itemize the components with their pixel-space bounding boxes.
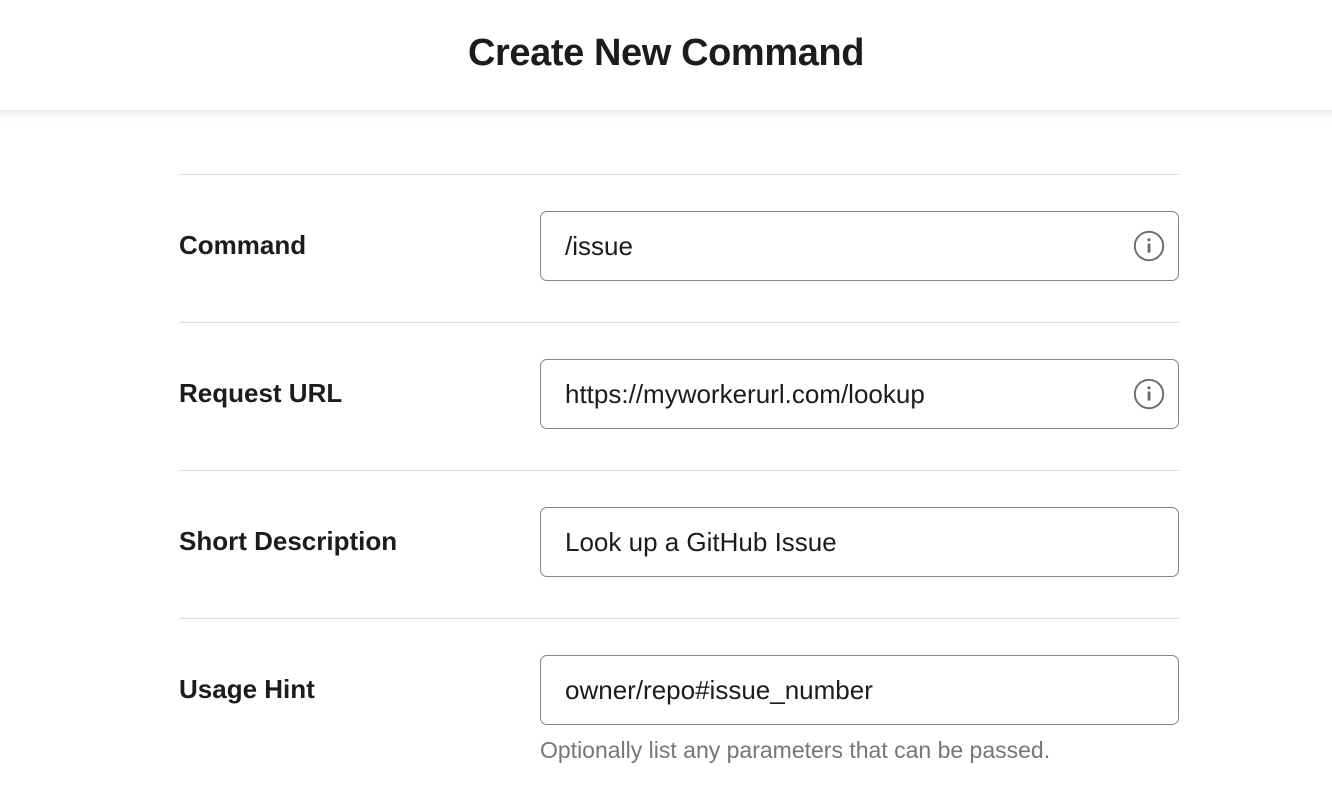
- info-circle-icon[interactable]: [1133, 230, 1165, 262]
- input-wrap-request-url: [540, 359, 1179, 429]
- row-divider-3: [179, 618, 1179, 619]
- header-shadow-divider: [0, 110, 1332, 124]
- page-header: Create New Command: [0, 0, 1332, 110]
- row-divider-1: [179, 322, 1179, 323]
- label-short-description: Short Description: [179, 526, 398, 556]
- label-request-url: Request URL: [179, 378, 343, 408]
- usage-hint-helper-text: Optionally list any parameters that can …: [540, 737, 1051, 763]
- input-wrap-usage-hint: [540, 655, 1179, 725]
- row-divider-top: [179, 174, 1179, 175]
- input-wrap-short-description: [540, 507, 1179, 577]
- command-input[interactable]: [540, 211, 1179, 281]
- request-url-input[interactable]: [540, 359, 1179, 429]
- form-body: Command Request URL: [0, 124, 1332, 810]
- usage-hint-input[interactable]: [540, 655, 1179, 725]
- label-usage-hint: Usage Hint: [179, 674, 315, 704]
- short-description-input[interactable]: [540, 507, 1179, 577]
- row-divider-2: [179, 470, 1179, 471]
- info-circle-icon[interactable]: [1133, 378, 1165, 410]
- label-command: Command: [179, 230, 307, 260]
- page-title: Create New Command: [467, 32, 865, 74]
- input-wrap-command: [540, 211, 1179, 281]
